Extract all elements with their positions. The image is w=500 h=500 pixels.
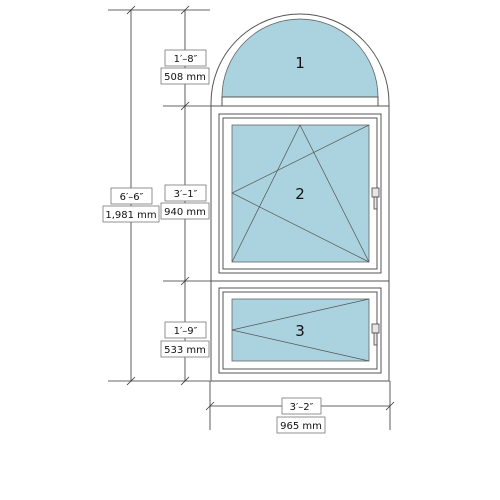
pane-1-glass — [221, 18, 379, 98]
width-imperial: 3′–2″ — [290, 402, 314, 413]
segment-1-label: 1′–8″ 508 mm — [160, 49, 210, 85]
segment-2-imperial: 3′–1″ — [174, 189, 198, 200]
pane-2-glass — [231, 124, 370, 263]
pane-3-glass — [231, 298, 370, 362]
total-height-metric: 1,981 mm — [105, 210, 156, 221]
width-label: 3′–2″ 965 mm — [276, 397, 326, 434]
segment-2-metric: 940 mm — [164, 207, 206, 218]
total-height-imperial: 6′–6″ — [120, 192, 144, 203]
pane-3-number: 3 — [295, 322, 305, 340]
middle-casement: 2 — [210, 105, 390, 282]
arch-transom: 1 — [210, 13, 390, 107]
segment-3-label: 1′–9″ 533 mm — [160, 321, 210, 358]
segment-1-imperial: 1′–8″ — [174, 54, 198, 65]
segment-3-metric: 533 mm — [164, 345, 206, 356]
width-metric: 965 mm — [280, 421, 322, 432]
pane-1-number: 1 — [295, 54, 305, 72]
segment-2-label: 3′–1″ 940 mm — [160, 184, 210, 220]
tilt-turn-opening-lines — [231, 124, 370, 263]
segment-3-imperial: 1′–9″ — [174, 326, 198, 337]
handle-icon — [371, 323, 380, 346]
pane-2-number: 2 — [295, 185, 305, 203]
handle-icon — [371, 187, 380, 210]
bottom-casement: 3 — [210, 280, 390, 382]
turn-opening-lines — [231, 298, 370, 362]
segment-1-metric: 508 mm — [164, 72, 206, 83]
total-height-label: 6′–6″ 1,981 mm — [102, 187, 160, 223]
